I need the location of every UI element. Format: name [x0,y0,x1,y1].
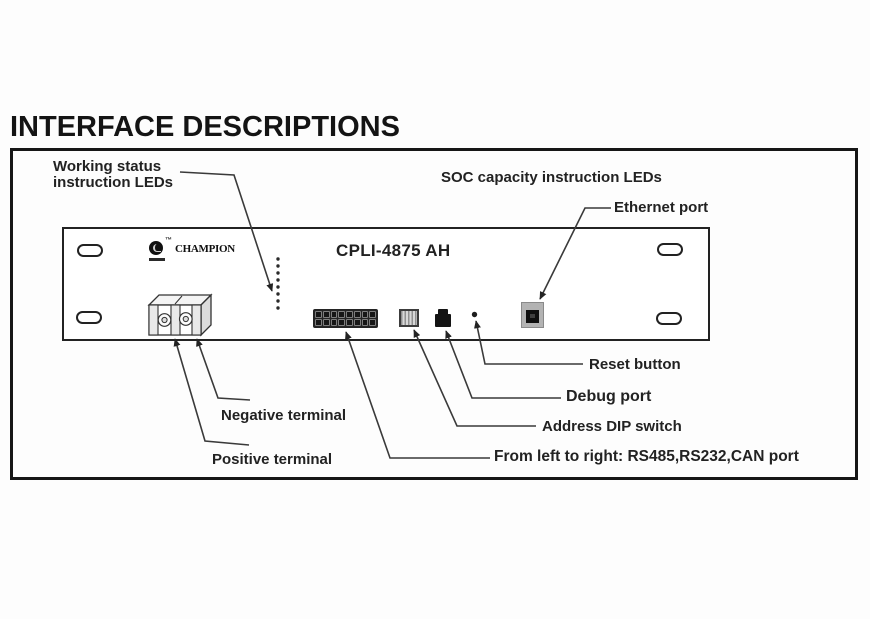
mounting-hole-bottom-right [656,312,682,325]
connector-pin [338,319,345,326]
mounting-hole-top-left [77,244,103,257]
ethernet-port-icon [521,302,544,328]
connector-pin [353,319,361,326]
brand-subtext-bar [149,258,165,261]
connector-pin [369,311,376,318]
device-model-text: CPLI-4875 AH [336,241,451,260]
label-reset-button: Reset button [589,356,681,373]
diagram-frame [10,148,858,480]
label-working-status-leds: Working status instruction LEDs [53,159,173,191]
brand-name: CHAMPION [175,243,235,255]
label-working-status-line1: Working status [53,158,162,175]
comm-port-connector-icon [313,309,378,328]
label-soc-capacity-leds: SOC capacity instruction LEDs [441,169,662,186]
mounting-hole-top-right [657,243,683,256]
ethernet-jack-opening [526,310,539,323]
brand-logo-icon [149,241,163,255]
terminal-block-icon [147,293,213,337]
connector-pin [338,311,345,318]
connector-pin [315,319,322,326]
label-positive-terminal: Positive terminal [212,451,333,468]
label-address-dip-switch: Address DIP switch [542,418,682,435]
dip-switch-icon [399,309,419,327]
connector-pin [330,319,338,326]
label-working-status-line2: instruction LEDs [53,174,174,191]
connector-pin [322,311,330,318]
connector-pin [346,311,353,318]
label-negative-terminal: Negative terminal [221,407,347,424]
connector-pin [315,311,322,318]
connector-pin [322,319,330,326]
trademark-symbol: ™ [165,237,172,244]
label-debug-port: Debug port [566,388,652,405]
debug-port-icon [435,309,451,327]
mounting-hole-bottom-left [76,311,102,324]
connector-pin [361,319,369,326]
page-title: INTERFACE DESCRIPTIONS [10,111,400,143]
label-ethernet-port: Ethernet port [614,199,709,216]
connector-pin [346,319,353,326]
connector-pin [330,311,338,318]
connector-pin [361,311,369,318]
label-comm-ports: From left to right: RS485,RS232,CAN port [494,448,799,465]
connector-pin [369,319,376,326]
connector-pin [353,311,361,318]
